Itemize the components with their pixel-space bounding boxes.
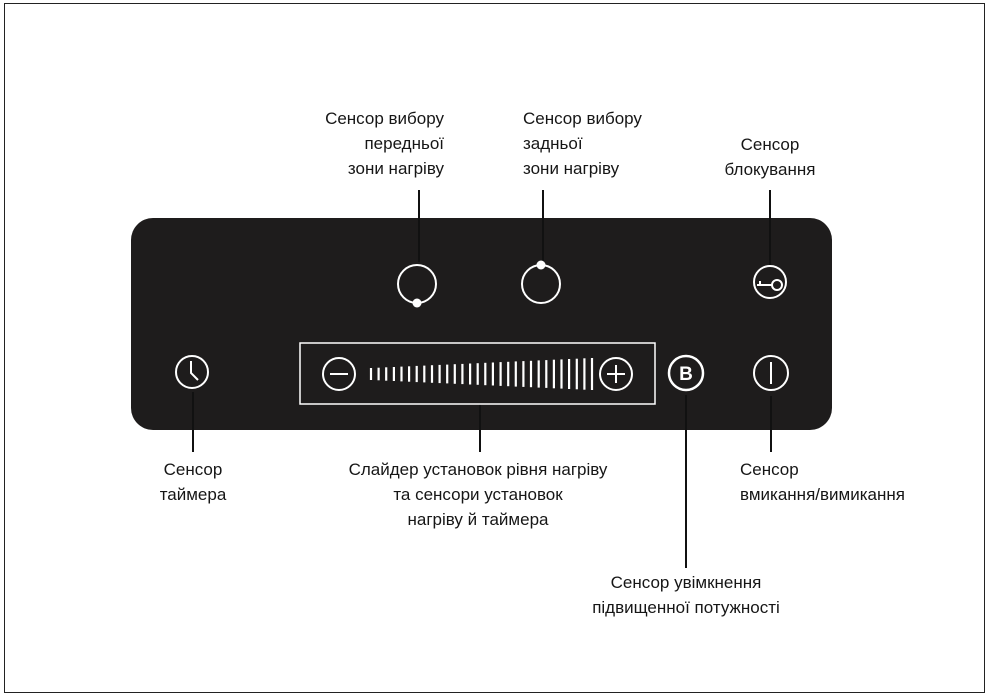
boost-symbol: B xyxy=(679,364,693,385)
clock-icon[interactable] xyxy=(175,355,209,389)
front-zone-icon[interactable] xyxy=(397,264,437,304)
boost-icon[interactable]: B xyxy=(667,354,705,392)
label-timer: Сенсор таймера xyxy=(159,460,227,504)
label-boost: Сенсор увімкнення підвищенної потужності xyxy=(592,573,780,617)
lock-key-icon[interactable] xyxy=(753,265,787,299)
minus-icon[interactable] xyxy=(322,357,356,391)
label-front-zone: Сенсор вибору передньої зони нагріву xyxy=(325,109,444,178)
heat-level-slider[interactable] xyxy=(369,358,594,390)
label-power: Сенсор вмикання/вимикання xyxy=(740,460,905,504)
plus-icon[interactable] xyxy=(599,357,633,391)
rear-zone-icon[interactable] xyxy=(521,264,561,304)
slider-frame xyxy=(299,342,656,405)
control-panel xyxy=(131,218,832,430)
leader-lines xyxy=(192,190,772,568)
label-slider: Слайдер установок рівня нагріву та сенсо… xyxy=(348,460,608,529)
power-icon[interactable] xyxy=(753,355,789,391)
label-lock: Сенсор блокування xyxy=(724,135,816,179)
front-zone-indicator-dot xyxy=(412,298,422,308)
label-rear-zone: Сенсор вибору задньої зони нагріву xyxy=(523,109,642,178)
rear-zone-indicator-dot xyxy=(536,260,546,270)
